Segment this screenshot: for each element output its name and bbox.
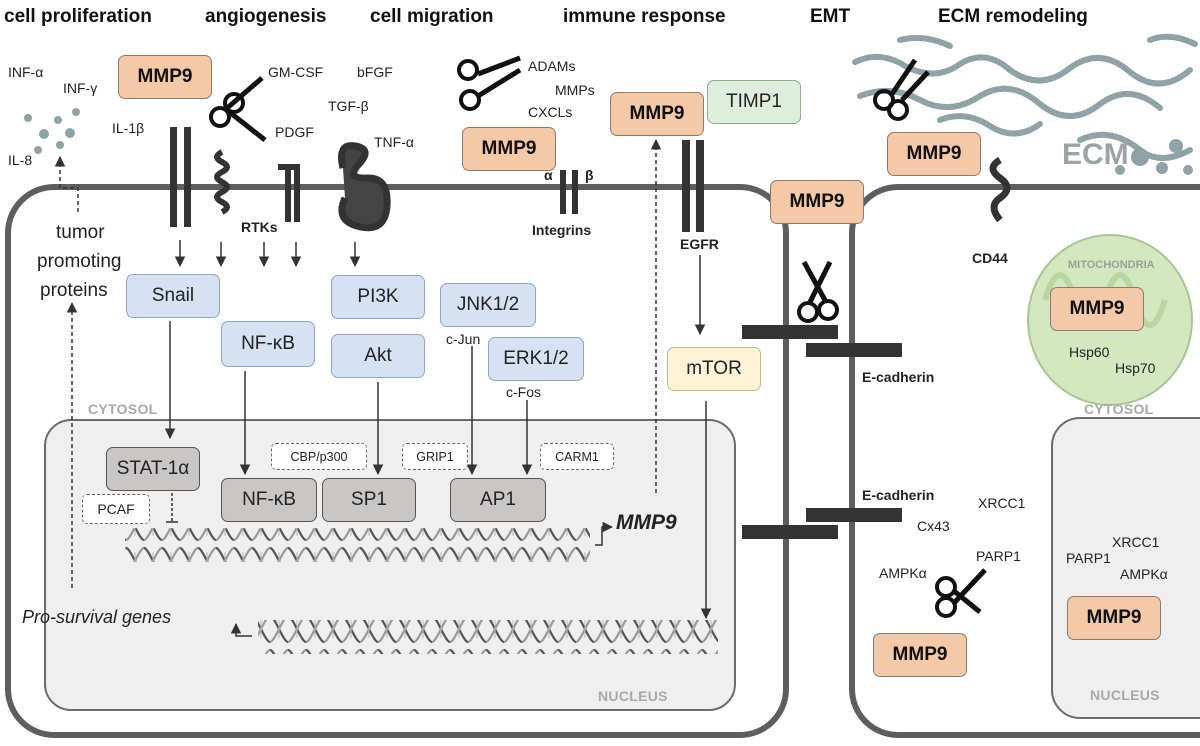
header-cell-proliferation: cell proliferation [4, 6, 152, 27]
label-xrcc1-nucleus: XRCC1 [1112, 534, 1160, 550]
scissors-icon-nucleus [935, 568, 987, 618]
header-angiogenesis: angiogenesis [205, 6, 327, 27]
label-promoting: promoting [37, 251, 122, 272]
cbp-p300-box: CBP/p300 [271, 443, 367, 470]
label-cytosol-left: CYTOSOL [88, 401, 158, 417]
stat1a-box: STAT-1α [106, 447, 200, 491]
receptor-proliferation [170, 127, 191, 227]
label-integrin-beta: β [585, 167, 594, 183]
label-pdgf: PDGF [275, 124, 314, 140]
label-integrins: Integrins [532, 222, 592, 238]
label-cx43: Cx43 [917, 518, 950, 534]
integrin-receptor [560, 170, 578, 214]
receptor-tnf [338, 142, 391, 232]
label-nucleus-left: NUCLEUS [598, 688, 668, 704]
label-ecadherin-top: E-cadherin [862, 369, 935, 385]
mmp9-box-emt: MMP9 [770, 180, 864, 224]
timp1-box: TIMP1 [707, 80, 801, 124]
label-inf-alpha: INF-α [8, 64, 44, 80]
mtor-box: mTOR [667, 347, 761, 391]
label-proteins: proteins [40, 280, 108, 301]
dna-helix-survival [258, 620, 718, 654]
label-nucleus-right: NUCLEUS [1090, 687, 1160, 703]
right-nucleus [1051, 417, 1200, 719]
nfkb-nuclear-box: NF-κB [221, 478, 317, 522]
scissors-icon-emt [797, 260, 839, 323]
egfr-receptor [682, 140, 704, 232]
label-hsp70: Hsp70 [1115, 360, 1156, 376]
label-parp1-cytosol: PARP1 [976, 548, 1021, 564]
header-immune-response: immune response [563, 6, 726, 27]
label-mmps: MMPs [555, 82, 595, 98]
label-cytosol-right: CYTOSOL [1084, 401, 1154, 417]
label-adams: ADAMs [528, 58, 576, 74]
akt-box: Akt [331, 334, 425, 378]
mmp9-box-mitochondria: MMP9 [1050, 287, 1144, 331]
cd44-receptor [989, 156, 1011, 223]
inhibition-line [166, 493, 178, 523]
jnk-box: JNK1/2 [440, 283, 536, 327]
label-parp1-nucleus: PARP1 [1066, 550, 1111, 566]
dashed-arrows [54, 138, 662, 588]
mmp9-box-migration: MMP9 [462, 127, 556, 171]
label-mmp9-gene: MMP9 [616, 511, 677, 534]
ecm-dots [1115, 139, 1193, 175]
label-xrcc1-cytosol: XRCC1 [978, 495, 1026, 511]
snail-box: Snail [126, 274, 220, 318]
label-gm-csf: GM-CSF [268, 64, 324, 80]
label-ampka-nucleus: AMPKα [1120, 566, 1168, 582]
scissors-icon-ecm [873, 58, 930, 121]
label-mitochondria: MITOCHONDRIA [1068, 259, 1155, 271]
grip1-box: GRIP1 [402, 443, 468, 470]
scissors-icon-angiogenesis [209, 76, 267, 142]
ecm-label: ECM [1062, 138, 1129, 171]
header-cell-migration: cell migration [370, 6, 494, 27]
nfkb-cytosol-box: NF-κB [221, 321, 315, 367]
label-ecadherin-bottom: E-cadherin [862, 487, 935, 503]
pathway-arrows [164, 240, 712, 637]
receptor-rtk [278, 164, 300, 222]
label-hsp60: Hsp60 [1069, 344, 1110, 360]
label-tnf-alpha: TNF-α [374, 134, 414, 150]
label-integrin-alpha: α [544, 167, 553, 183]
label-tgf-beta: TGF-β [328, 98, 369, 114]
label-il1b: IL-1β [112, 120, 145, 136]
pcaf-box: PCAF [82, 494, 150, 524]
label-egfr: EGFR [680, 236, 719, 252]
label-cd44: CD44 [972, 250, 1008, 266]
label-ampka-cytosol: AMPKα [879, 565, 927, 581]
label-tumor: tumor [56, 222, 105, 243]
label-inf-gamma: INF-γ [63, 80, 98, 96]
pi3k-box: PI3K [331, 275, 425, 319]
ecadherin-junctions [742, 325, 902, 539]
mmp9-box-immune: MMP9 [610, 92, 704, 136]
erk-box: ERK1/2 [488, 337, 584, 381]
header-emt: EMT [810, 6, 851, 27]
il8-dots [24, 108, 80, 154]
mmp9-box-nucleus: MMP9 [1067, 596, 1161, 640]
carm1-box: CARM1 [540, 443, 614, 470]
label-il8: IL-8 [8, 152, 33, 168]
label-rtks: RTKs [241, 219, 278, 235]
mmp9-box-proliferation: MMP9 [118, 55, 212, 99]
label-pro-survival: Pro-survival genes [22, 607, 172, 627]
header-ecm-remodeling: ECM remodeling [938, 6, 1088, 27]
label-cxcls: CXCLs [528, 104, 573, 120]
mmp9-box-cytosol: MMP9 [873, 633, 967, 677]
sp1-box: SP1 [322, 478, 416, 522]
label-bfgf: bFGF [357, 64, 393, 80]
receptor-angiogenesis-coil [214, 149, 230, 215]
scissors-icon-migration [457, 55, 522, 111]
label-cfos: c-Fos [506, 384, 541, 400]
ap1-box: AP1 [450, 478, 546, 522]
mmp9-box-ecm: MMP9 [887, 132, 981, 176]
dna-helix-mmp9 [125, 528, 590, 562]
label-cjun: c-Jun [446, 331, 481, 347]
